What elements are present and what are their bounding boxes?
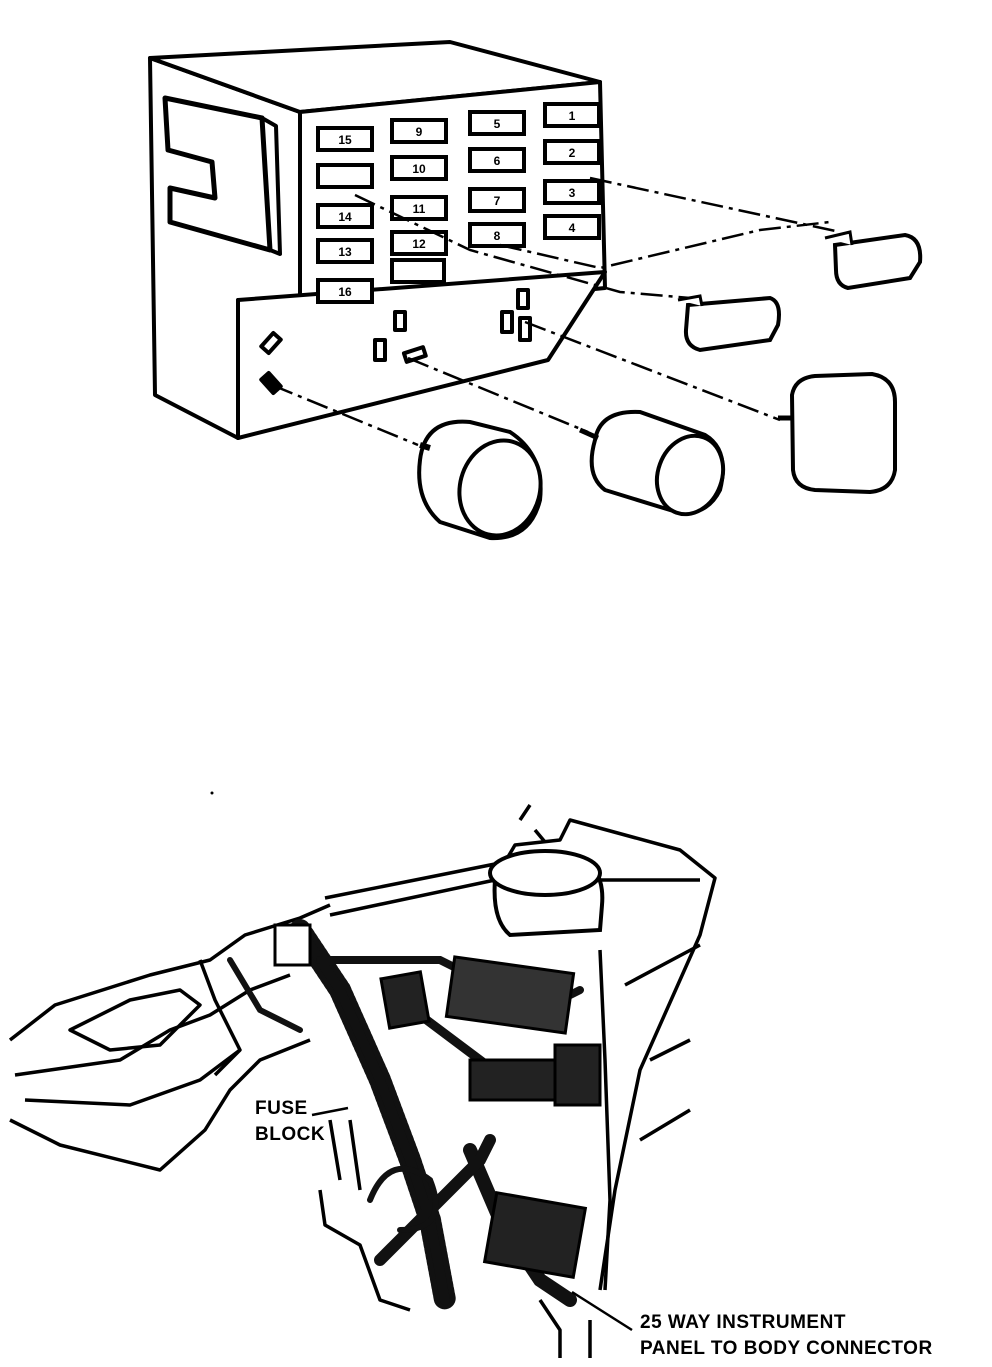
side-clip (162, 95, 273, 253)
fuse-slot (390, 155, 448, 181)
connector-block (444, 955, 576, 1035)
relay-module-upper-right (824, 230, 923, 291)
console-bracket (318, 1189, 592, 1358)
connector-block (553, 1043, 602, 1107)
connector-block (468, 1058, 562, 1102)
fuse-slot-number: 1 (569, 109, 576, 123)
fuse-slot-number: 9 (416, 125, 423, 139)
fuse-slot (390, 118, 448, 144)
connector-label-line2: PANEL TO BODY CONNECTOR (640, 1338, 933, 1359)
fuse-slot (468, 147, 526, 173)
fuse-block-label-line2: BLOCK (255, 1124, 326, 1145)
relay-module-middle (677, 294, 781, 353)
leader-line (407, 356, 589, 434)
leader-line (271, 383, 419, 447)
fuse-slot-grid: 15 9 5 1 10 6 2 14 11 7 3 13 12 8 4 16 (316, 102, 601, 304)
fuse-block-label-line1: FUSE (255, 1098, 308, 1119)
fuse-slot-number: 2 (569, 146, 576, 160)
fuse-slot (543, 139, 601, 165)
fuse-slot (468, 187, 526, 213)
relay-slot (516, 288, 530, 310)
relay-slot (259, 370, 283, 396)
fuse-slot-number: 15 (338, 133, 352, 147)
leader-line (589, 176, 841, 234)
fuse-slot-number: 6 (494, 154, 501, 168)
fuse-slot (316, 238, 374, 264)
fuse-slot-number: 13 (338, 245, 352, 259)
connector-block (379, 970, 431, 1030)
fuse-block-leader (311, 1106, 349, 1117)
fuse-block-assembly (148, 40, 607, 440)
fuse-slot-number: 3 (569, 186, 576, 200)
relay-slot (393, 310, 407, 332)
body-panel-outline (8, 903, 331, 1172)
relay-slot (518, 316, 532, 342)
fuse-slot (316, 278, 374, 304)
flasher-round (417, 419, 543, 541)
relay-module-large (778, 371, 897, 495)
fuse-slot (316, 163, 374, 189)
leader-line (499, 220, 831, 270)
relay-slot (500, 310, 514, 334)
blower-motor (488, 849, 605, 938)
flasher-canister (578, 409, 726, 517)
fuse-slot-number: 8 (494, 229, 501, 243)
instrument-panel-view (8, 804, 717, 1358)
relay-slot (373, 338, 387, 362)
relay-slot (401, 345, 428, 364)
fuse-slot-number: 5 (494, 117, 501, 131)
leader-line (524, 320, 781, 422)
fuse-slot-number: 4 (569, 221, 576, 235)
fuse-slot-number: 14 (338, 210, 352, 224)
relay-slot (259, 330, 283, 356)
fuse-slot-number: 11 (413, 202, 426, 216)
fuse-slot-number: 7 (494, 194, 501, 208)
stray-mark (210, 791, 214, 795)
fuse-slot (390, 195, 448, 221)
connector-label: 25 WAY INSTRUMENT PANEL TO BODY CONNECTO… (640, 1310, 933, 1362)
fuse-slot (543, 214, 601, 240)
leader-line (354, 193, 691, 300)
relay-components (417, 230, 923, 541)
fuse-slot (543, 179, 601, 205)
harness-connectors (273, 923, 602, 1280)
fuse-slot (390, 230, 448, 256)
connector-label-line1: 25 WAY INSTRUMENT (640, 1312, 846, 1333)
connector-leader (571, 1290, 633, 1332)
fuse-slot (390, 258, 446, 284)
fuse-slot-number: 10 (412, 162, 426, 176)
connector-block (482, 1190, 588, 1280)
fuse-slot (468, 110, 526, 136)
connector-block (273, 923, 312, 967)
label-leaders (311, 1106, 633, 1332)
fuse-slot (316, 126, 374, 152)
fuse-slot-number: 16 (338, 285, 352, 299)
fuse-block-label: FUSE BLOCK (255, 1096, 325, 1148)
heater-housing (324, 818, 717, 1291)
fuse-slot (316, 203, 374, 229)
fuse-slot (543, 102, 601, 128)
leader-lines (271, 176, 841, 447)
fuse-slot (468, 222, 526, 248)
fuse-slot-number: 12 (412, 237, 426, 251)
